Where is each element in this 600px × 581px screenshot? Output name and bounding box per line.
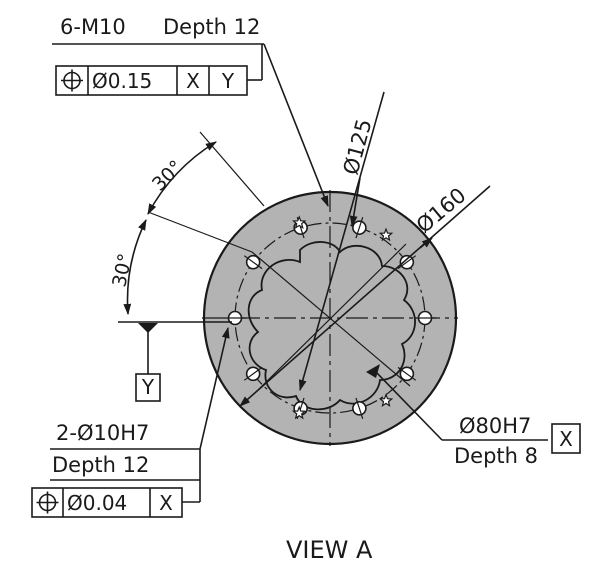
star-marker [291, 215, 307, 230]
angle-ref-line-1 [199, 131, 265, 207]
right-callout-arrowhead [366, 364, 380, 378]
bolt-hole [397, 366, 417, 382]
right-callout-datum-box [551, 423, 581, 454]
bolt-hole [243, 254, 263, 270]
left-callout-leader [199, 326, 230, 450]
angle-upper-label: 30° [148, 156, 187, 195]
star-marker [378, 393, 394, 408]
datum-y-box [135, 373, 161, 402]
bolt-hole [352, 397, 367, 419]
view-label: VIEW A [286, 536, 373, 564]
dim-125-line-upper-arrow [349, 177, 361, 228]
right-callout-datum: X [559, 427, 573, 451]
angle-ref-line-2 [147, 211, 253, 253]
diagonal-ref-line-2 [255, 243, 407, 393]
dim-160-line-arrow-2 [419, 237, 433, 249]
right-callout-line2: Depth 8 [454, 444, 538, 468]
angle-arc-lower [123, 218, 147, 316]
left-callout-line1: 2-Ø10H7 [56, 421, 149, 445]
top-callout-leader [263, 43, 329, 208]
top-callout-depth: Depth 12 [163, 15, 260, 39]
star-marker [378, 227, 394, 242]
bolt-hole [397, 254, 417, 270]
star-marker [291, 405, 307, 420]
top-fcf-datum-2: Y [221, 69, 235, 93]
thread-markers [291, 215, 394, 420]
dim-125-label: Ø125 [339, 116, 377, 177]
right-callout-leader [375, 371, 443, 441]
angle-arc-upper [147, 141, 217, 215]
dim-160-line [239, 185, 491, 407]
top-callout-count: 6-M10 [60, 15, 126, 39]
diagonal-ref-line-1 [251, 251, 411, 387]
left-fcf: Ø0.04 X [31, 487, 183, 518]
bolt-hole [414, 310, 436, 326]
left-fcf-datum-1: X [159, 491, 173, 515]
left-callout-line2: Depth 12 [52, 453, 149, 477]
bolt-hole [243, 366, 263, 382]
top-fcf-tolerance: Ø0.15 [92, 69, 152, 93]
position-icon [36, 491, 59, 514]
angle-lower-label: 30° [108, 252, 137, 290]
datum-y-label: Y [141, 375, 155, 399]
top-fcf: Ø0.15 X Y [55, 65, 248, 96]
position-icon [61, 69, 83, 92]
datum-y-triangle [138, 323, 158, 333]
right-callout-line1: Ø80H7 [459, 414, 531, 438]
left-fcf-tolerance: Ø0.04 [67, 491, 127, 515]
top-fcf-datum-1: X [186, 69, 200, 93]
